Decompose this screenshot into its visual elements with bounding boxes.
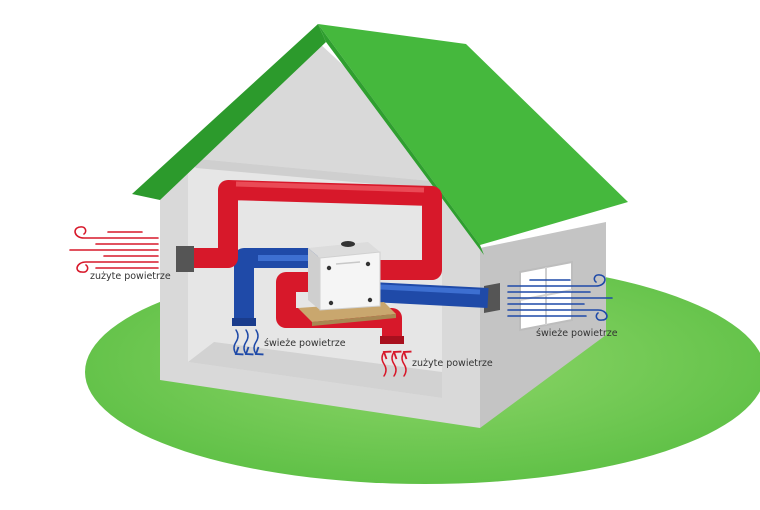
roof-right-slope <box>318 24 628 245</box>
interior-back-wall <box>188 158 442 190</box>
fresh-wind-icon <box>507 274 613 321</box>
label-fresh-inside: świeże powietrze <box>264 338 346 349</box>
left-wall-vent <box>176 246 194 272</box>
label-exhaust-inside: zużyte powietrze <box>412 358 493 369</box>
label-fresh-outside: świeże powietrze <box>536 328 618 339</box>
exhaust-wind-icon <box>69 226 159 273</box>
fresh-air-duct <box>234 248 489 322</box>
warm-air-arrows-icon <box>381 350 412 377</box>
fresh-air-arrows-icon <box>233 329 264 356</box>
exhaust-duct <box>194 180 442 340</box>
interior-floor <box>188 342 442 398</box>
recuperator-unit <box>298 241 396 326</box>
window <box>519 260 573 332</box>
unit-top-fitting <box>341 241 355 247</box>
roof <box>132 24 628 255</box>
roof-front-edge <box>318 24 484 255</box>
roof-left-edge <box>132 24 326 200</box>
exhaust-inlet <box>380 336 404 344</box>
label-exhaust-outside: zużyte powietrze <box>90 271 171 282</box>
fresh-air-outlet <box>232 318 256 326</box>
